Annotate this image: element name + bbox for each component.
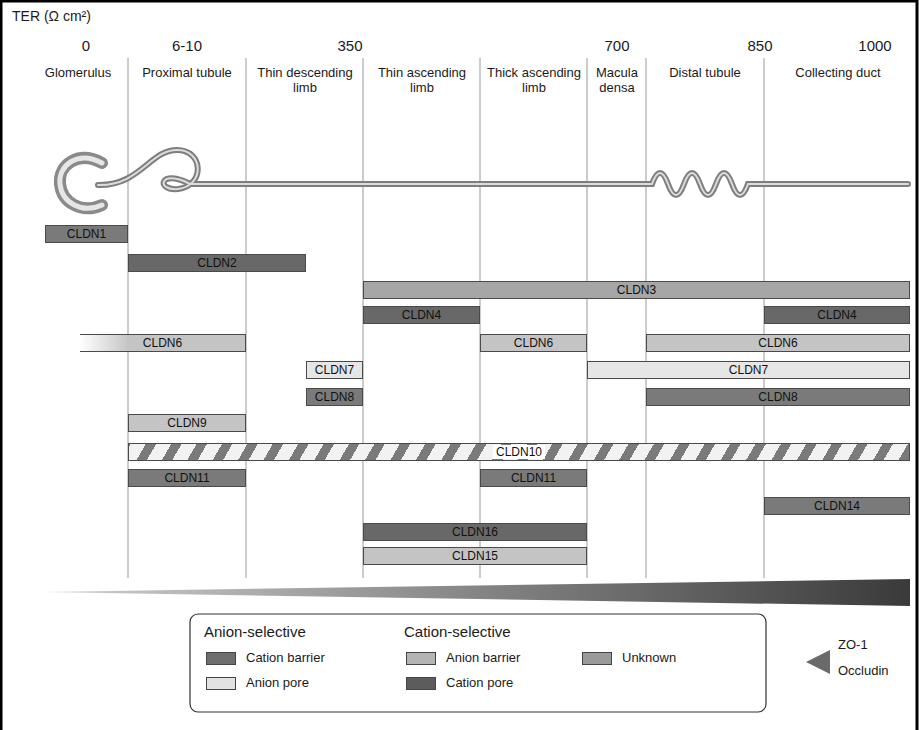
claudin-bar: CLDN3	[363, 281, 910, 299]
legend-text: Cation pore	[446, 675, 513, 690]
claudin-bar: CLDN11	[128, 469, 246, 487]
ter-value: 6-10	[162, 37, 212, 54]
claudin-name: CLDN4	[817, 308, 856, 322]
claudin-name: CLDN6	[758, 336, 797, 350]
claudin-name: CLDN6	[514, 336, 553, 350]
zo1-occludin-wedge	[45, 579, 910, 606]
segment-name: Distal tubule	[656, 66, 754, 81]
claudin-name: CLDN7	[315, 363, 354, 377]
claudin-bar: CLDN14	[764, 497, 910, 515]
ter-value: 700	[592, 37, 642, 54]
claudin-name: CLDN4	[402, 308, 441, 322]
legend-swatch	[582, 652, 612, 665]
legend-swatch	[406, 652, 436, 665]
nephron-illustration	[60, 150, 908, 208]
legend-text: Unknown	[622, 650, 676, 665]
claudin-bar: CLDN15	[363, 547, 587, 565]
segment-name: Proximal tubule	[142, 66, 232, 81]
legend-heading: Cation-selective	[404, 623, 574, 640]
claudin-name: CLDN2	[197, 256, 236, 270]
legend-swatch	[206, 652, 236, 665]
ter-value: 0	[66, 37, 106, 54]
claudin-name: CLDN7	[729, 363, 768, 377]
segment-name: Collecting duct	[776, 66, 900, 81]
protein-name: Occludin	[838, 664, 912, 679]
claudin-bar: CLDN4	[363, 306, 480, 324]
ter-value: 1000	[850, 37, 900, 54]
claudin-name: CLDN16	[452, 525, 498, 539]
axis-title: TER (Ω cm²)	[12, 8, 152, 24]
claudin-name: CLDN10	[493, 445, 545, 459]
claudin-bar: CLDN10	[128, 443, 910, 461]
claudin-name: CLDN15	[452, 549, 498, 563]
ter-value: 850	[735, 37, 785, 54]
claudin-bar: CLDN8	[646, 388, 910, 406]
claudin-bar: CLDN1	[45, 225, 128, 243]
legend-text: Anion pore	[246, 675, 309, 690]
claudin-name: CLDN14	[814, 499, 860, 513]
protein-name: ZO-1	[838, 638, 908, 653]
segment-name: Thick ascending limb	[486, 66, 582, 96]
claudin-bar: CLDN2	[128, 254, 306, 272]
claudin-bar: CLDN6	[80, 334, 246, 352]
claudin-bar: CLDN8	[306, 388, 363, 406]
segment-name: Thin ascending limb	[371, 66, 473, 96]
legend-box	[190, 614, 766, 712]
segment-name: Glomerulus	[30, 66, 126, 81]
claudin-name: CLDN11	[511, 471, 556, 485]
claudin-name: CLDN8	[758, 390, 797, 404]
claudin-name: CLDN8	[315, 390, 354, 404]
legend-text: Cation barrier	[246, 650, 325, 665]
segment-dividers	[128, 58, 764, 578]
legend-text: Anion barrier	[446, 650, 520, 665]
legend-heading: Anion-selective	[204, 623, 374, 640]
claudin-bar: CLDN6	[646, 334, 910, 352]
zo1-wedge-symbol	[806, 650, 830, 674]
claudin-bar: CLDN9	[128, 414, 246, 432]
claudin-bar: CLDN7	[587, 361, 910, 379]
legend-swatch	[406, 677, 436, 690]
ter-value: 350	[325, 37, 375, 54]
claudin-bar: CLDN4	[764, 306, 910, 324]
claudin-bar: CLDN7	[306, 361, 363, 379]
claudin-bar: CLDN11	[480, 469, 587, 487]
claudin-bar: CLDN6	[480, 334, 587, 352]
claudin-name: CLDN6	[143, 336, 182, 350]
claudin-name: CLDN1	[67, 227, 106, 241]
segment-name: Thin descending limb	[254, 66, 356, 96]
legend-swatch	[206, 677, 236, 690]
claudin-name: CLDN9	[167, 416, 206, 430]
claudin-name: CLDN3	[617, 283, 656, 297]
claudin-name: CLDN11	[164, 471, 209, 485]
claudin-bar: CLDN16	[363, 523, 587, 541]
segment-name: Macula densa	[589, 66, 645, 96]
